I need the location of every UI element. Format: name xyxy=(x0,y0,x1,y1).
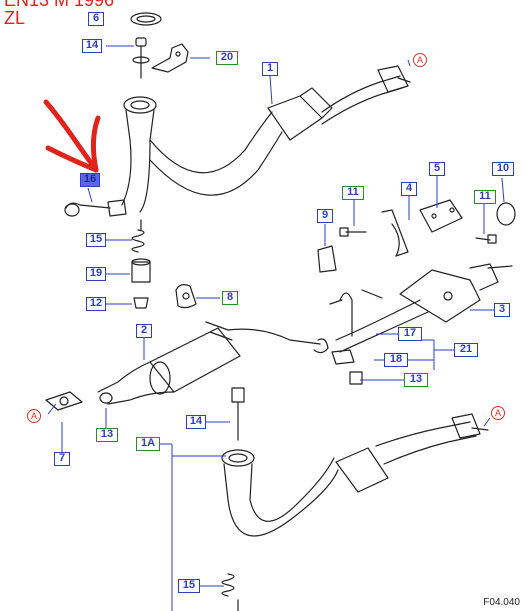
alternate-front-pipe xyxy=(221,387,489,611)
callout-2: 2 xyxy=(136,324,152,338)
callout-8: 8 xyxy=(222,291,238,305)
callout-17: 17 xyxy=(398,327,422,341)
callout-13-left: 13 xyxy=(96,428,118,442)
header-code-line: ZL xyxy=(4,8,26,28)
rear-catalyst-section xyxy=(329,263,513,353)
callout-10: 10 xyxy=(492,162,514,176)
callout-15-upper: 15 xyxy=(86,233,106,247)
connection-marker-top: A xyxy=(413,53,427,67)
callout-6: 6 xyxy=(88,12,104,26)
annotation-arrow xyxy=(43,99,101,173)
rubber-hanger-part xyxy=(175,284,197,309)
callout-1: 1 xyxy=(262,62,278,76)
header-model-line: EN13 M 1996 xyxy=(4,0,115,10)
callout-1A: 1A xyxy=(136,437,160,451)
callout-16-highlighted: 16 xyxy=(80,173,100,187)
front-pipe-with-catalyst xyxy=(121,65,411,213)
clamp-fixings xyxy=(331,349,363,385)
sleeve-part xyxy=(131,258,151,283)
callout-11-right: 11 xyxy=(474,190,496,204)
callout-3: 3 xyxy=(494,303,510,317)
callout-14-upper: 14 xyxy=(82,39,102,53)
callout-20: 20 xyxy=(216,51,238,65)
spring-part xyxy=(131,219,145,253)
callout-15-lower: 15 xyxy=(178,579,200,593)
leader-lines xyxy=(47,45,505,611)
stud-bolt-part xyxy=(132,37,150,79)
clip-part xyxy=(133,297,149,309)
bracket-part xyxy=(151,43,189,73)
callout-12: 12 xyxy=(86,297,106,311)
callout-19: 19 xyxy=(86,267,106,281)
connection-marker-left: A xyxy=(27,409,41,423)
connection-marker-right: A xyxy=(491,406,505,420)
callout-11-left: 11 xyxy=(342,186,364,200)
callout-5: 5 xyxy=(429,162,445,176)
callout-7: 7 xyxy=(54,452,70,466)
callout-9: 9 xyxy=(317,209,333,223)
callout-14-lower: 14 xyxy=(186,415,206,429)
gasket-ring-part xyxy=(130,12,162,26)
middle-silencer xyxy=(45,321,329,411)
mounting-brackets xyxy=(317,199,516,273)
figure-reference: F04.040 xyxy=(483,597,520,608)
callout-18: 18 xyxy=(384,353,408,367)
callout-21: 21 xyxy=(454,343,478,357)
oxygen-sensor-part xyxy=(64,199,127,217)
callout-13-right: 13 xyxy=(404,373,428,387)
callout-4: 4 xyxy=(401,182,417,196)
